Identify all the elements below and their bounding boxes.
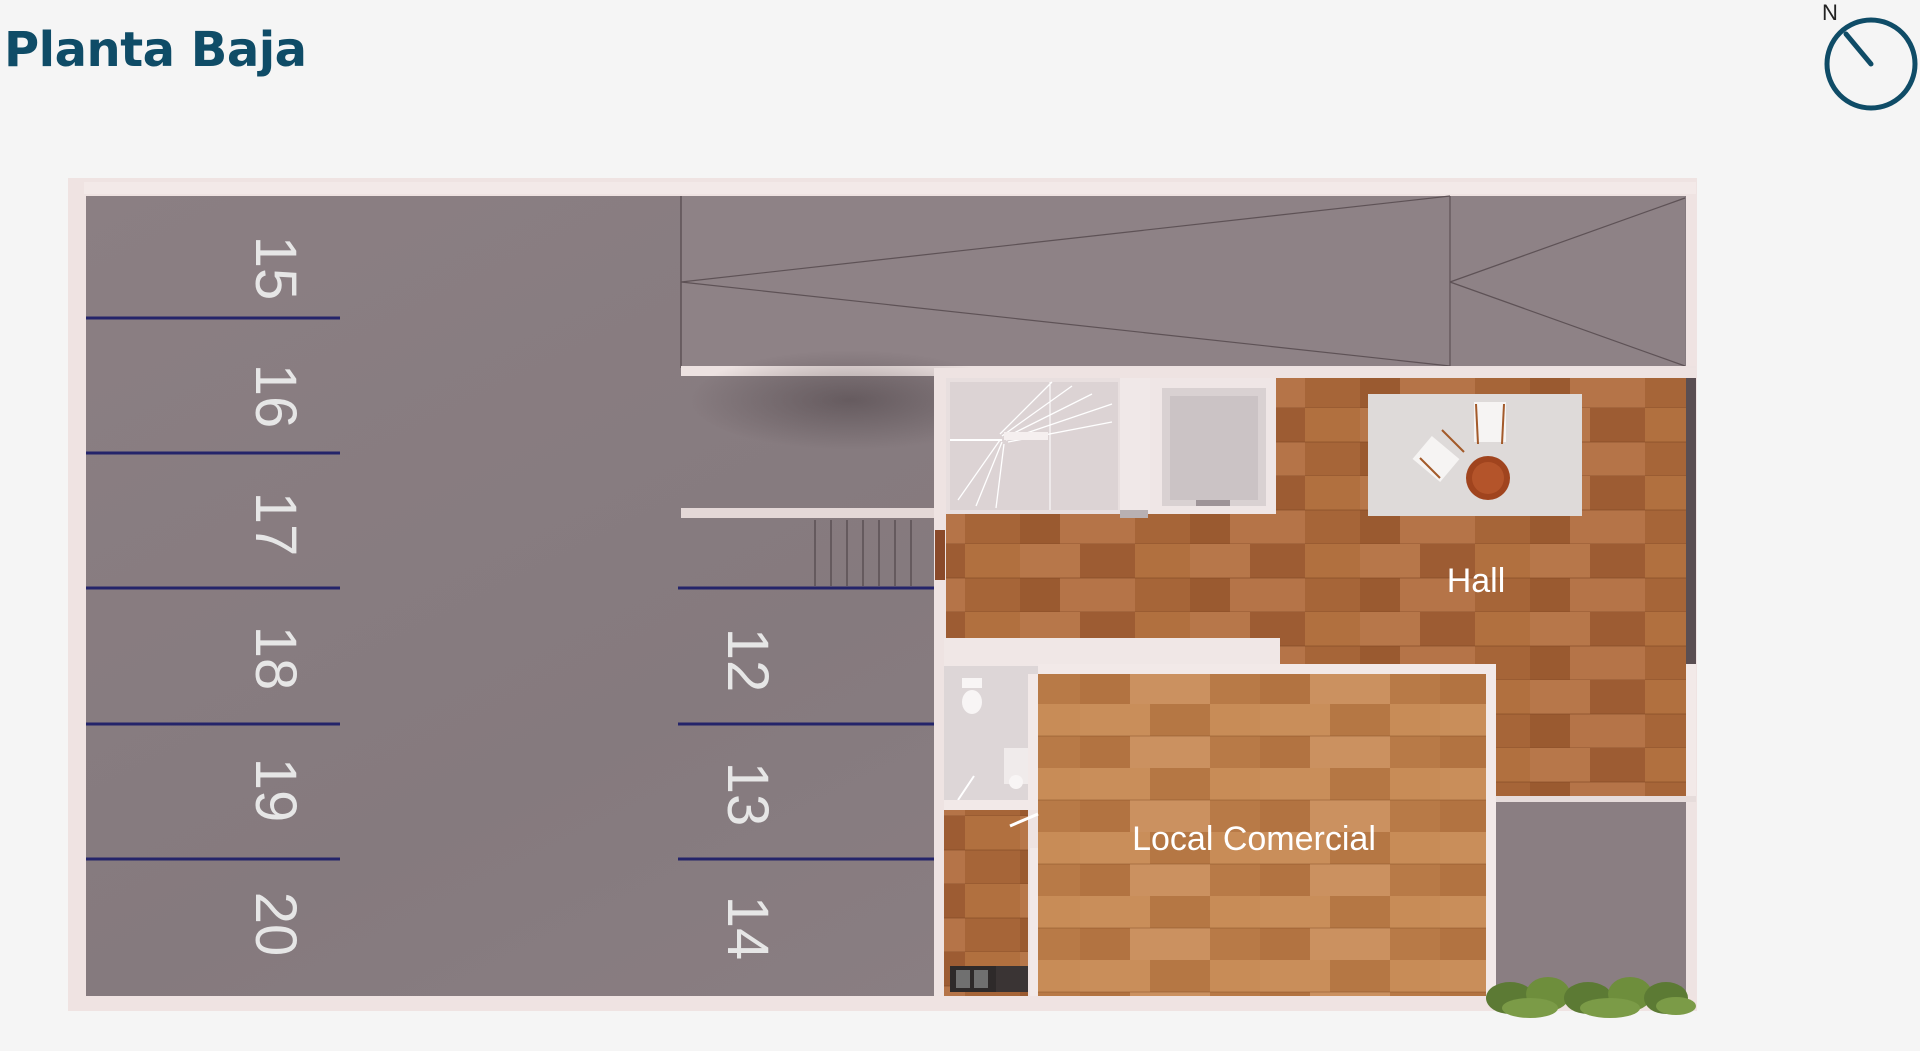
parking-spot-number: 17: [243, 492, 308, 557]
room-label-local: Local Comercial: [1132, 820, 1376, 858]
left-parking-lines: [86, 316, 340, 861]
bottom-wall: [68, 996, 1697, 1011]
room-label-hall: Hall: [1447, 562, 1506, 600]
elevator-overlay: [1150, 378, 1276, 514]
divider-wall: [681, 508, 935, 518]
right-parking-lines: [678, 586, 934, 861]
hall-door: [935, 530, 945, 580]
hall-local-wall: [944, 638, 1280, 666]
parking-spot-number: 15: [243, 236, 308, 301]
steps: [814, 520, 912, 586]
kitchenette-floor: [944, 810, 1028, 996]
bathroom: [944, 666, 1038, 810]
local-floor: [1038, 674, 1486, 996]
page-title: Planta Baja: [4, 22, 307, 78]
compass: N: [1822, 0, 1920, 112]
parking-spot-number: 18: [243, 626, 308, 691]
hall-side-wall: [934, 368, 946, 998]
stair-overlay: [944, 378, 1150, 518]
parking-spot-number: 16: [243, 364, 308, 429]
north-label: N: [1822, 0, 1838, 25]
local-right-wall: [1486, 664, 1496, 998]
parking-spot-number: 20: [243, 892, 308, 957]
left-spot-numbers: 15 16 17 18 19 20: [243, 236, 308, 957]
kitchenette-wall: [1030, 848, 1038, 998]
plants: [1486, 977, 1696, 1018]
parking-spot-number: 13: [715, 762, 780, 827]
parking-spot-number: 14: [715, 896, 780, 961]
compass-icon: [1824, 17, 1918, 111]
bottom-right-concrete: [1496, 796, 1686, 998]
top-wall: [84, 182, 1696, 194]
parking-spot-number: 19: [243, 758, 308, 823]
local-top-wall: [1038, 664, 1494, 674]
bottom-right-ledge: [1496, 796, 1696, 802]
parking-spot-number: 12: [715, 628, 780, 693]
bottom-right-wall: [1686, 664, 1696, 800]
ramp: [680, 195, 1696, 376]
dining-set: [1368, 394, 1582, 516]
right-edge: [1686, 378, 1696, 664]
right-spot-numbers: 12 13 14: [715, 628, 780, 961]
